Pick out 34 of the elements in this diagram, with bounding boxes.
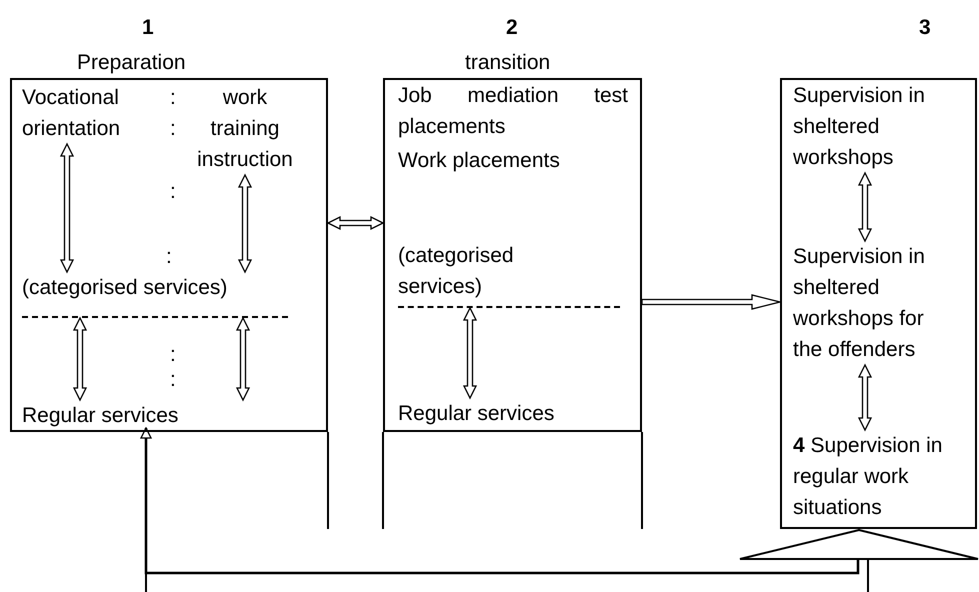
arrow [72, 316, 88, 402]
arrow [326, 216, 384, 230]
colon-mark: : [170, 367, 176, 393]
service-text: Supervision in sheltered workshops [793, 80, 963, 173]
service-text: 4 Supervision in regular work situations [793, 430, 973, 526]
service-text: (categorised services) [398, 240, 620, 308]
column-number: 1 [142, 15, 154, 41]
colon-mark: : [170, 179, 176, 205]
arrow [858, 364, 872, 432]
arrow [462, 306, 478, 400]
arrow [238, 174, 252, 274]
service-text: Vocational orientation [22, 82, 157, 144]
triangle-shape [739, 529, 979, 560]
arrow [641, 294, 781, 310]
service-text: Regular services [398, 398, 568, 429]
service-text: Work placements [398, 145, 568, 176]
colon-mark: : [170, 342, 176, 368]
arrow [60, 142, 74, 274]
arrow [140, 427, 860, 574]
stage-heading: Preparation [77, 50, 186, 76]
colon-mark: : [170, 85, 176, 111]
service-text: Supervision in sheltered workshops for the offenders [793, 241, 951, 365]
column-number: 3 [919, 15, 931, 41]
colon-mark: : [170, 116, 176, 142]
service-text: Job mediation test placements [398, 80, 628, 142]
column-box [780, 78, 977, 529]
arrow [236, 316, 250, 402]
stage-heading: transition [465, 50, 550, 76]
column-number: 2 [506, 15, 518, 41]
arrow [858, 172, 872, 242]
service-text: (categorised services) [22, 272, 288, 318]
service-text: Regular services [22, 400, 192, 428]
colon-mark: : [166, 244, 172, 270]
service-text: work training instruction [188, 82, 302, 175]
